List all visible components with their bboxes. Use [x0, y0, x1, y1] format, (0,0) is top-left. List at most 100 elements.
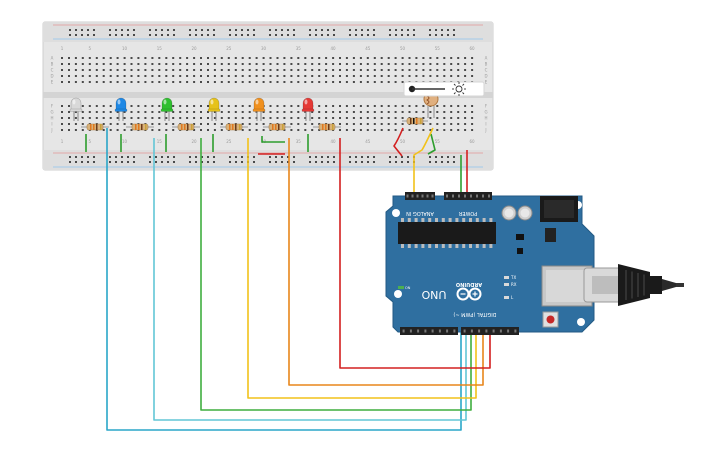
- hole: [318, 105, 321, 107]
- hole: [290, 63, 293, 65]
- hole: [116, 81, 119, 83]
- jumper-sensor-ground[interactable]: [427, 133, 436, 155]
- hole: [102, 81, 105, 83]
- hole: [283, 57, 286, 59]
- hole: [366, 117, 369, 119]
- wire-sensor-to-a0[interactable]: [413, 127, 434, 196]
- hole: [276, 111, 279, 113]
- hole: [193, 81, 196, 83]
- resistor[interactable]: [263, 123, 291, 131]
- hole: [255, 75, 258, 77]
- hole: [311, 63, 314, 65]
- led-blue[interactable]: [114, 97, 128, 121]
- hole: [332, 105, 335, 107]
- rail-hole: [441, 34, 443, 36]
- rail-hole: [435, 156, 437, 158]
- hole: [276, 57, 279, 59]
- hole: [457, 105, 460, 107]
- column-label: 55: [435, 46, 441, 51]
- hole: [61, 69, 63, 71]
- hole: [213, 81, 216, 83]
- rail-hole: [327, 29, 329, 31]
- hole: [345, 75, 348, 77]
- led-orange[interactable]: [252, 97, 266, 121]
- hole: [186, 75, 189, 77]
- chip-pin: [441, 218, 445, 222]
- column-label: 50: [400, 46, 406, 51]
- hole: [345, 117, 348, 119]
- rail-hole: [115, 34, 117, 36]
- resistor[interactable]: [220, 123, 248, 131]
- hole: [373, 129, 376, 131]
- led-yellow[interactable]: [207, 97, 221, 121]
- rail-hole: [355, 156, 357, 158]
- hole: [186, 57, 189, 59]
- hole: [408, 75, 411, 77]
- hole: [109, 57, 112, 59]
- hole: [137, 63, 140, 65]
- hole: [193, 105, 196, 107]
- hole: [352, 81, 355, 83]
- hole: [179, 81, 182, 83]
- hole: [415, 105, 418, 107]
- rail-hole: [321, 34, 323, 36]
- rail-hole: [407, 34, 409, 36]
- rail-hole: [121, 161, 123, 163]
- usb-cable[interactable]: [583, 264, 684, 306]
- resistor[interactable]: [126, 123, 154, 131]
- hole: [339, 75, 341, 77]
- hole: [318, 57, 321, 59]
- hole: [102, 123, 105, 125]
- row-label: E: [51, 80, 54, 85]
- led-green[interactable]: [160, 97, 174, 121]
- jumper-sensor-power[interactable]: [393, 127, 404, 157]
- rail-hole: [173, 34, 175, 36]
- hole: [88, 69, 91, 71]
- wire-red-led[interactable]: [339, 138, 491, 369]
- hole: [234, 81, 237, 83]
- wire-green-led[interactable]: [200, 138, 472, 411]
- wire-yellow-led[interactable]: [247, 138, 477, 399]
- hole: [401, 111, 404, 113]
- hole: [401, 75, 404, 77]
- wire-orange-led[interactable]: [288, 138, 484, 386]
- hole: [151, 75, 154, 77]
- resistor[interactable]: [313, 123, 341, 131]
- rail-hole: [333, 156, 335, 158]
- hole: [172, 81, 175, 83]
- hole: [297, 105, 300, 107]
- hole: [311, 57, 314, 59]
- light-level-slider[interactable]: [403, 81, 485, 97]
- hole: [464, 57, 467, 59]
- column-label: 40: [331, 139, 337, 144]
- sensor-resistor[interactable]: [402, 117, 428, 125]
- hole: [248, 117, 251, 119]
- resistor[interactable]: [81, 123, 109, 131]
- reset-button-cap[interactable]: [546, 315, 555, 324]
- hole: [248, 81, 251, 83]
- rail-hole: [75, 29, 77, 31]
- header-pin: [409, 329, 412, 333]
- hole: [158, 57, 161, 59]
- hole: [401, 117, 404, 119]
- hole: [220, 129, 223, 131]
- hole: [165, 69, 168, 71]
- jumper-ground-orange[interactable]: [261, 136, 285, 143]
- rail-hole: [207, 34, 209, 36]
- wire-blue-led[interactable]: [153, 138, 467, 421]
- hole: [373, 117, 376, 119]
- led-white[interactable]: [69, 97, 83, 121]
- hole: [81, 81, 84, 83]
- rail-hole: [189, 29, 191, 31]
- rail-hole: [161, 156, 163, 158]
- hole: [422, 117, 425, 119]
- hole: [471, 105, 474, 107]
- led-red[interactable]: [301, 97, 315, 121]
- rail-hole: [121, 156, 123, 158]
- resistor[interactable]: [172, 123, 200, 131]
- wire-white-led[interactable]: [106, 128, 462, 431]
- hole: [207, 69, 209, 71]
- arduino-uno-board[interactable]: ANALOG IN POWER DIGITAL (PWM ~) TX RX L …: [385, 192, 595, 335]
- hole: [304, 75, 307, 77]
